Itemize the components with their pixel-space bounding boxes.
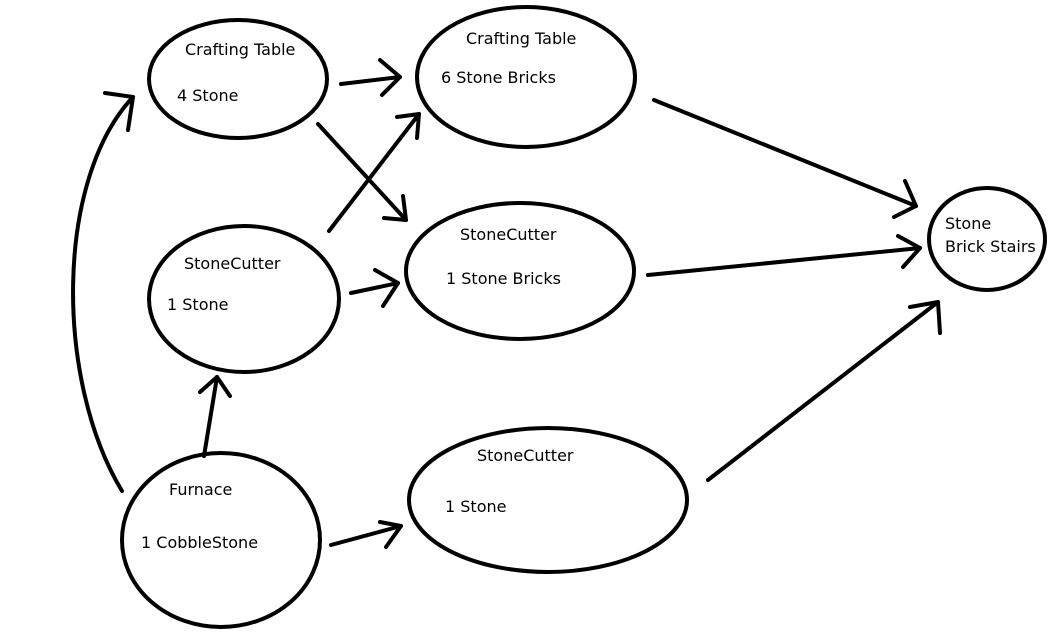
arrow-stonecutter-bottom-to-stairs: [706, 300, 942, 482]
arrow-stonecutter-to-crafting-table-bricks: [327, 112, 421, 233]
arrow-stonecutter-to-stonecutter-bricks: [349, 268, 400, 308]
node-title: StoneCutter: [460, 225, 557, 244]
arrow-stonecutter-bricks-to-stairs: [646, 234, 922, 277]
node-crafting-table-6-stone-bricks: Crafting Table 6 Stone Bricks: [415, 5, 637, 149]
node-furnace-1-cobblestone: Furnace 1 CobbleStone: [120, 451, 322, 629]
node-detail: 4 Stone: [177, 86, 238, 105]
arrow-furnace-to-stonecutter-bottom: [329, 520, 403, 549]
arrow-furnace-to-crafting-table: [71, 91, 135, 493]
arrow-crafting-table-bricks-to-stairs: [652, 98, 918, 219]
node-crafting-table-4-stone: Crafting Table 4 Stone: [147, 18, 329, 140]
node-detail: 1 Stone: [445, 497, 506, 516]
node-stonecutter-1-stone-bricks: StoneCutter 1 Stone Bricks: [404, 201, 636, 341]
node-title: StoneCutter: [184, 254, 281, 273]
arrow-crafting-table-to-stonecutter-bricks: [316, 122, 408, 222]
node-title: Crafting Table: [185, 40, 295, 59]
node-detail: Brick Stairs: [945, 237, 1036, 256]
node-title: Furnace: [169, 480, 232, 499]
node-title: Stone: [945, 214, 991, 233]
node-stonecutter-1-stone: StoneCutter 1 Stone: [147, 224, 341, 374]
node-stone-brick-stairs: Stone Brick Stairs: [927, 186, 1047, 292]
node-detail: 1 Stone Bricks: [446, 269, 561, 288]
arrow-furnace-to-stonecutter: [198, 375, 232, 458]
node-detail: 1 Stone: [167, 295, 228, 314]
node-detail: 1 CobbleStone: [141, 533, 258, 552]
node-title: Crafting Table: [466, 29, 576, 48]
node-detail: 6 Stone Bricks: [441, 68, 556, 87]
arrow-crafting-table-to-crafting-table-bricks: [339, 58, 402, 97]
node-title: StoneCutter: [477, 446, 574, 465]
node-stonecutter-1-stone-bottom: StoneCutter 1 Stone: [407, 426, 689, 574]
